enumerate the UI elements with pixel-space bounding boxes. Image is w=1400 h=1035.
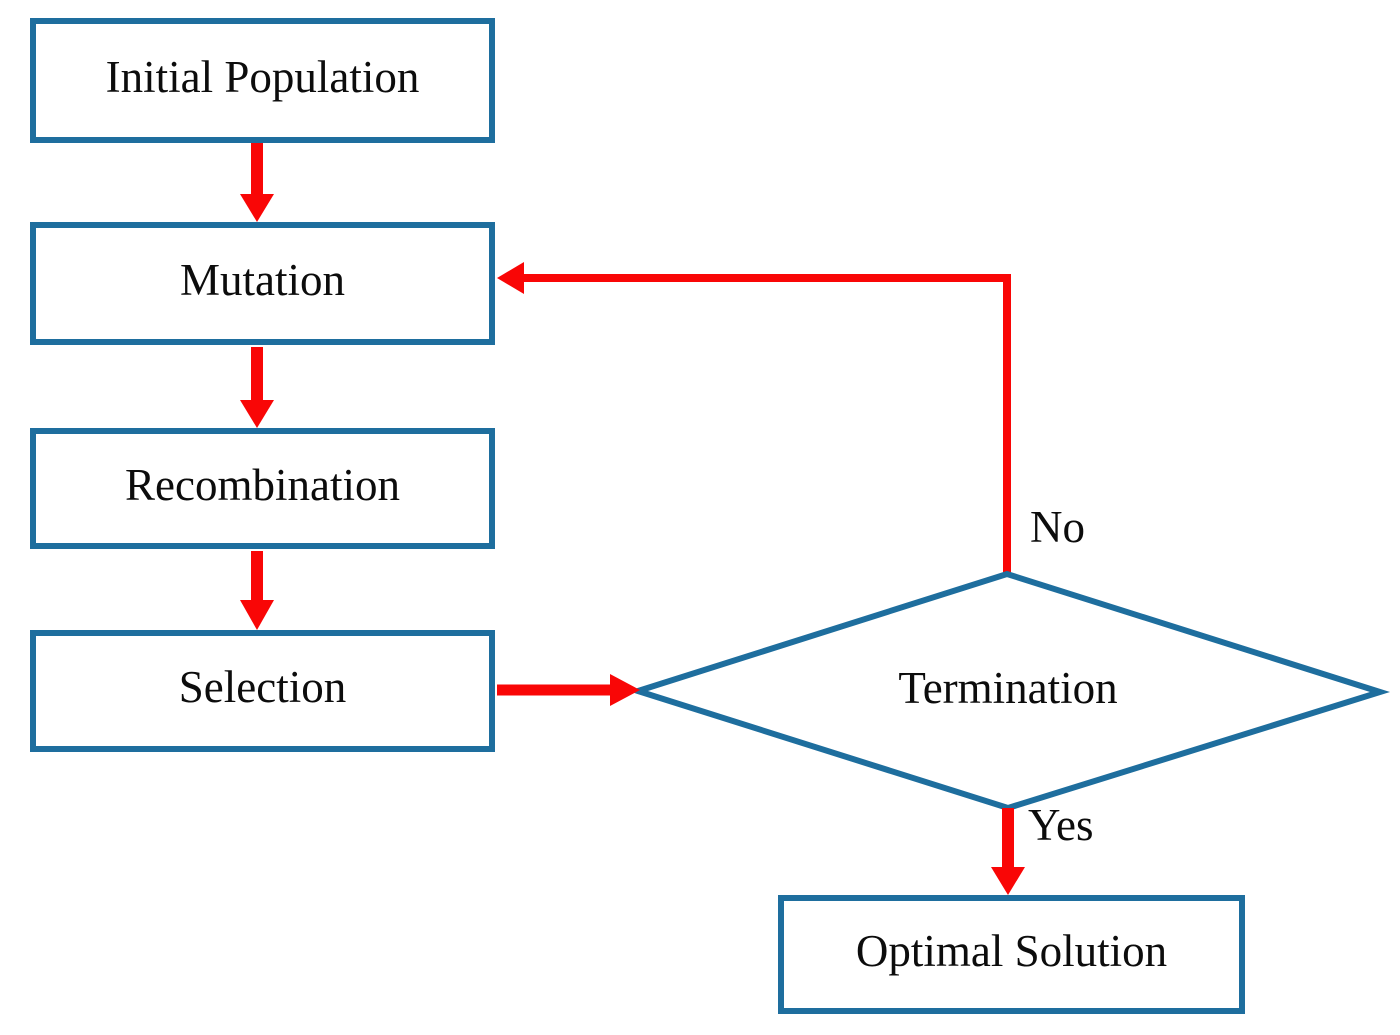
node-selection-label: Selection [178, 662, 347, 712]
edge-label-no: No [1030, 502, 1085, 552]
edge-termination-to-mutation [497, 262, 1011, 574]
node-mutation: Mutation [30, 222, 495, 345]
edge-termination-to-optimal [991, 808, 1025, 895]
edge-termination-to-mutation-line [522, 274, 1011, 574]
node-recombination-label: Recombination [125, 459, 400, 510]
edge-recombination-to-selection [240, 551, 274, 630]
node-optimal-solution: Optimal Solution [778, 895, 1245, 1014]
edge-mutation-to-recombination [240, 347, 274, 428]
edge-initial-to-mutation-arrowhead-icon [240, 194, 274, 222]
edge-selection-to-termination-arrowhead-icon [610, 674, 640, 706]
edge-termination-to-mutation-arrowhead-icon [497, 262, 524, 294]
node-termination-diamond [628, 570, 1391, 812]
node-termination-label: Termination [898, 663, 1118, 713]
node-mutation-label: Mutation [180, 254, 345, 305]
edge-mutation-to-recombination-arrowhead-icon [240, 400, 274, 428]
edge-termination-to-optimal-arrowhead-icon [991, 867, 1025, 895]
node-initial-population: Initial Population [30, 18, 495, 143]
edge-initial-to-mutation [240, 143, 274, 222]
edge-selection-to-termination [497, 674, 640, 706]
node-initial-population-label: Initial Population [105, 51, 420, 102]
edge-recombination-to-selection-arrowhead-icon [240, 600, 274, 630]
node-optimal-solution-label: Optimal Solution [855, 925, 1168, 976]
node-selection: Selection [30, 630, 495, 752]
node-recombination: Recombination [30, 428, 495, 549]
edge-label-yes: Yes [1028, 800, 1094, 850]
